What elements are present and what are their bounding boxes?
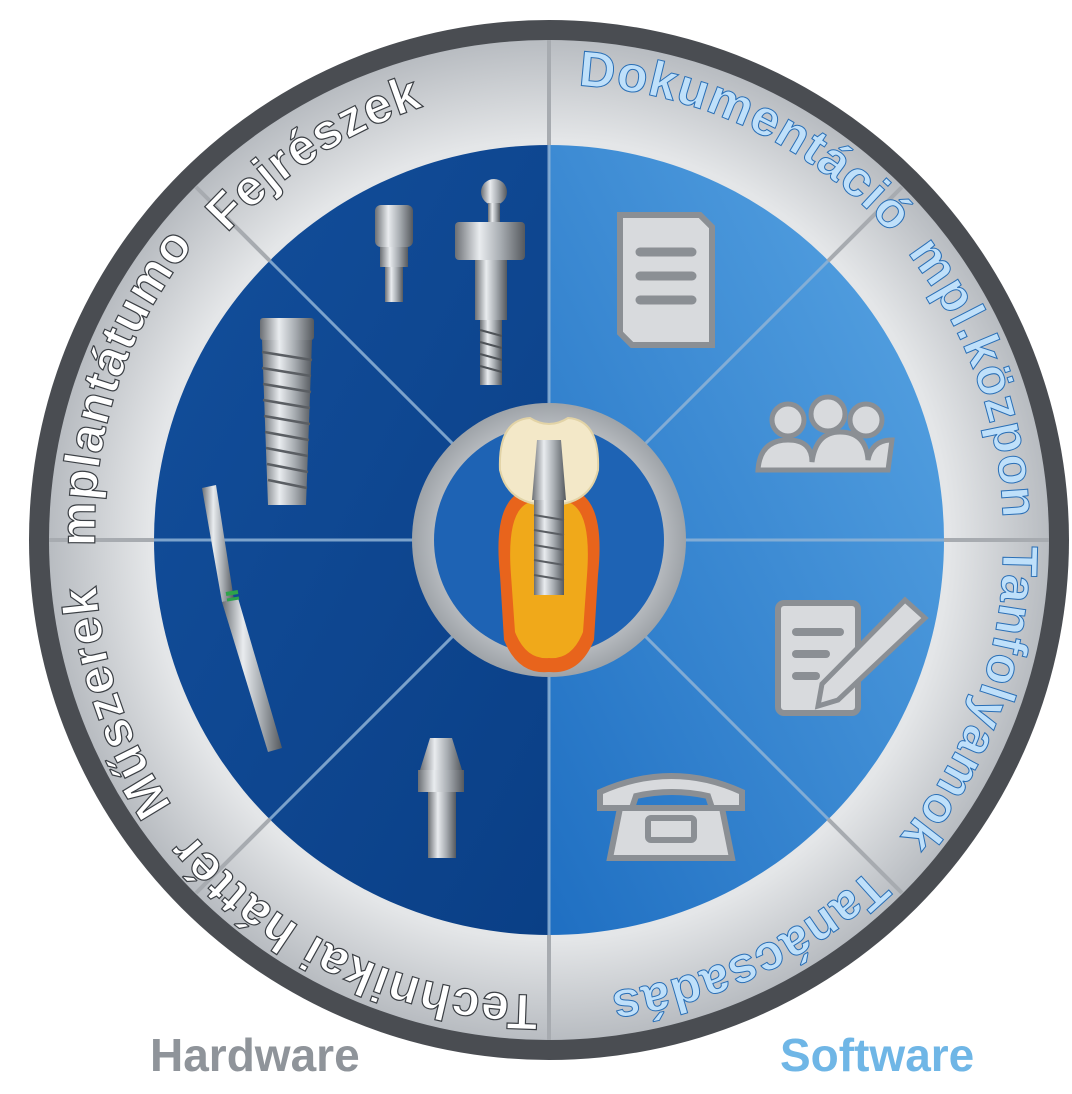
- implant-screw-icon[interactable]: [260, 318, 314, 505]
- abutment-icon[interactable]: [375, 179, 525, 385]
- telephone-icon[interactable]: [597, 773, 745, 861]
- drill-icon[interactable]: [202, 485, 282, 752]
- ring-dividers: [49, 40, 1049, 1040]
- tooth-implant-icon[interactable]: [498, 416, 600, 673]
- edit-document-icon[interactable]: [775, 596, 929, 716]
- group-icon[interactable]: [755, 394, 895, 473]
- hardware-label: Hardware: [150, 1029, 360, 1081]
- document-icon[interactable]: [617, 212, 715, 348]
- software-label: Software: [780, 1029, 975, 1081]
- abutment-post-icon[interactable]: [418, 738, 464, 858]
